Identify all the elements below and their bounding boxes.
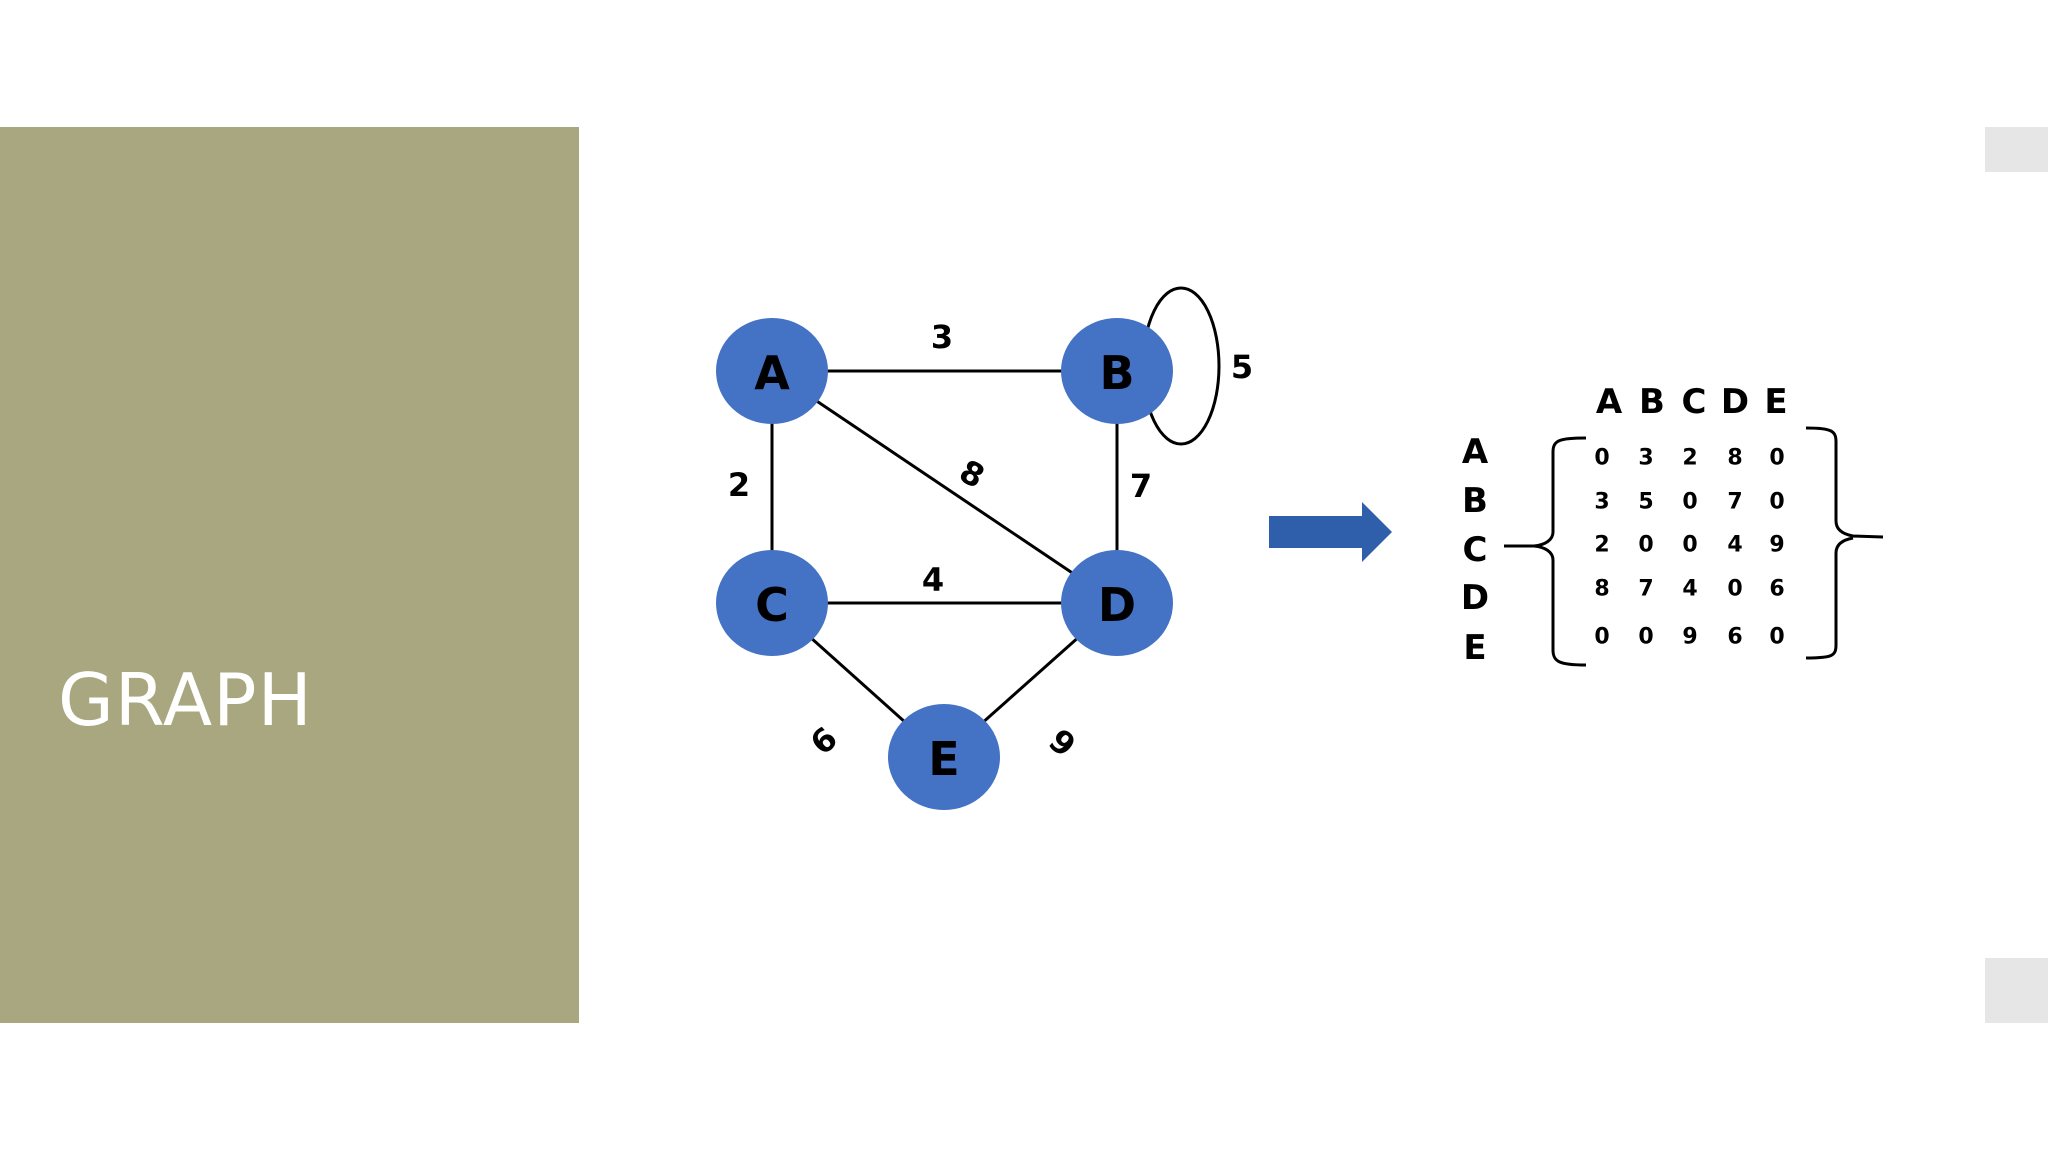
node-circle: [1061, 318, 1173, 424]
matrix-cell: 0: [1769, 446, 1784, 471]
matrix-cell: 0: [1769, 625, 1784, 650]
node-b: B: [1061, 318, 1173, 424]
slide-edge-tab-bottom: [1985, 958, 2048, 1023]
matrix-cell: 9: [1682, 625, 1697, 650]
node-e: E: [888, 704, 1000, 810]
matrix-cell: 8: [1727, 446, 1742, 471]
matrix-cell: 5: [1638, 490, 1653, 515]
matrix-cell: 0: [1594, 625, 1609, 650]
node-circle: [716, 318, 828, 424]
edge-weight-a-d: 8: [953, 452, 990, 496]
node-circle: [888, 704, 1000, 810]
matrix-right-brace: [1805, 426, 1884, 660]
matrix-column-header: E: [1764, 382, 1787, 422]
matrix-cell: 9: [1769, 533, 1784, 558]
matrix-cell: 0: [1727, 577, 1742, 602]
matrix-cell: 3: [1594, 490, 1609, 515]
matrix-column-header: C: [1682, 382, 1707, 422]
matrix-column-header: A: [1596, 382, 1623, 422]
matrix-row-header: A: [1462, 432, 1489, 472]
title-panel: GRAPH: [0, 127, 579, 1023]
matrix-cell: 8: [1594, 577, 1609, 602]
edge-weight-b-b: 5: [1231, 348, 1253, 386]
node-label: E: [928, 732, 959, 786]
slide-title: GRAPH: [58, 658, 313, 742]
matrix-cell: 0: [1682, 490, 1697, 515]
node-label: A: [754, 346, 790, 400]
node-circle: [1061, 550, 1173, 656]
matrix-cell: 7: [1638, 577, 1653, 602]
edge-weight-c-d: 4: [922, 561, 944, 599]
slide-edge-tab-top: [1985, 127, 2048, 172]
node-a: A: [716, 318, 828, 424]
matrix-row-header: E: [1463, 628, 1486, 668]
matrix-column-header: D: [1721, 382, 1749, 422]
matrix-cell: 4: [1682, 577, 1697, 602]
node-d: D: [1061, 550, 1173, 656]
matrix-row-header: B: [1462, 481, 1488, 521]
matrix-left-brace: [1504, 436, 1587, 667]
edge-weight-b-d: 7: [1130, 467, 1152, 505]
edge-weight-d-e: 6: [1042, 720, 1083, 763]
matrix-cell: 0: [1638, 625, 1653, 650]
node-label: C: [755, 578, 789, 632]
matrix-cell: 6: [1769, 577, 1784, 602]
matrix-column-header: B: [1639, 382, 1665, 422]
conversion-arrow: [1269, 502, 1392, 562]
matrix-row-header: D: [1461, 578, 1489, 618]
edge-a-d: [771, 369, 1118, 605]
matrix-row-header: C: [1463, 530, 1488, 570]
matrix-cell: 2: [1594, 533, 1609, 558]
node-circle: [716, 550, 828, 656]
edge-weight-a-c: 2: [728, 466, 750, 504]
matrix-cell: 2: [1682, 446, 1697, 471]
edge-weight-a-b: 3: [931, 318, 953, 356]
node-c: C: [716, 550, 828, 656]
matrix-cell: 3: [1638, 446, 1653, 471]
node-label: B: [1099, 346, 1134, 400]
node-label: D: [1098, 578, 1136, 632]
matrix-cell: 6: [1727, 625, 1742, 650]
graph-nodes: A B C D E: [716, 318, 1173, 810]
matrix-cell: 0: [1594, 446, 1609, 471]
edge-weight-c-e: 9: [802, 718, 844, 761]
matrix-cell: 0: [1638, 533, 1653, 558]
matrix-cell: 7: [1727, 490, 1742, 515]
matrix-cell: 4: [1727, 533, 1742, 558]
matrix-cell: 0: [1682, 533, 1697, 558]
matrix-cell: 0: [1769, 490, 1784, 515]
